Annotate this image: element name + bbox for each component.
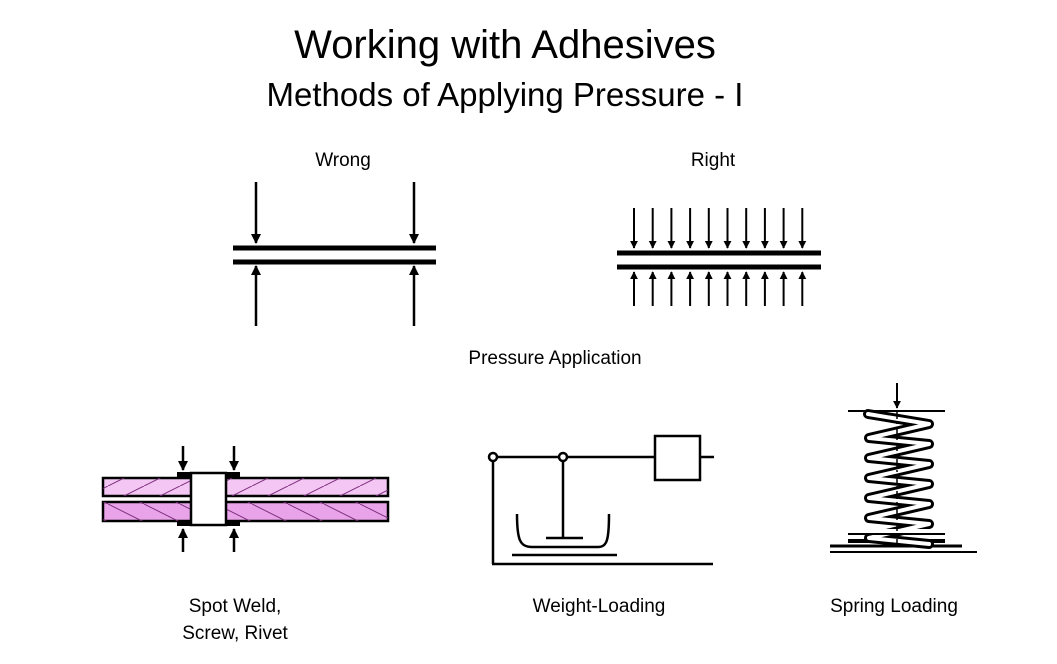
subtitle: Methods of Applying Pressure - I (267, 76, 744, 113)
spring-clip (840, 529, 950, 533)
pivot-joint (487, 451, 499, 463)
right-label: Right (691, 150, 736, 171)
upper-plate-hatch (103, 478, 388, 496)
spring-loading-diagram (830, 383, 977, 553)
bowl (515, 513, 611, 549)
lower-plate-hatch (103, 502, 388, 521)
rivet-head (226, 472, 240, 477)
wrong-label: Wrong (315, 150, 371, 171)
rivet-head (177, 472, 191, 477)
wrong-diagram: Wrong (233, 150, 436, 326)
rivet-tail (177, 521, 191, 526)
right-diagram: Right (617, 150, 821, 306)
pressure-application-label: Pressure Application (468, 348, 641, 369)
rivet-tail (226, 521, 240, 526)
spot-weld-label-line1: Spot Weld, (189, 596, 282, 617)
spring-coil-inner (866, 412, 931, 546)
rivet (189, 471, 228, 527)
spot-weld-label-line2: Screw, Rivet (182, 623, 288, 644)
title: Working with Adhesives (294, 23, 716, 67)
spot-weld-diagram: Spot Weld, Screw, Rivet (101, 446, 390, 644)
weight-box (653, 434, 702, 482)
weight-loading-label: Weight-Loading (533, 596, 666, 617)
pivot-joint (557, 451, 569, 463)
spring-loading-label: Spring Loading (830, 596, 958, 617)
weight-loading-diagram (487, 434, 714, 566)
